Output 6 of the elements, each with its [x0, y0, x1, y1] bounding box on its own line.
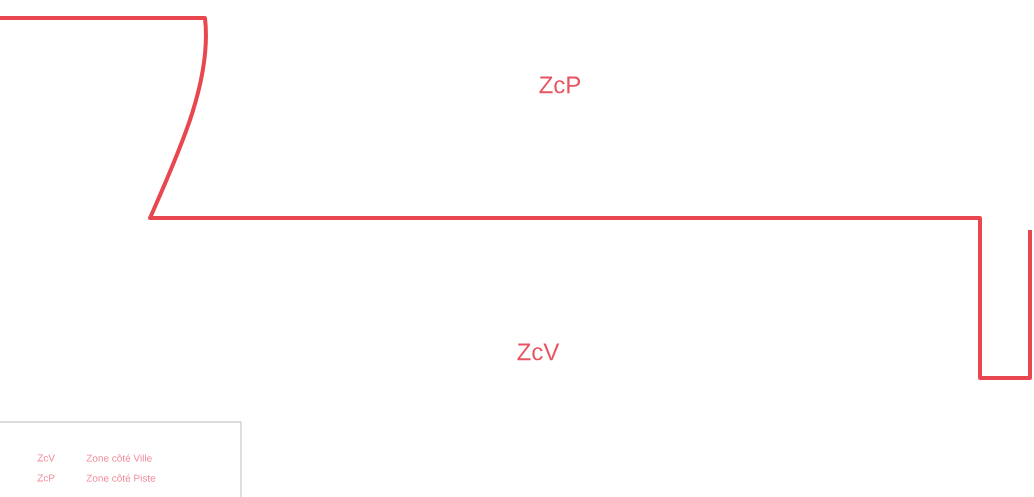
legend-abbreviation: ZcP — [37, 474, 55, 482]
zone-label: ZcP — [539, 76, 581, 94]
zone-label: ZcV — [517, 343, 560, 361]
legend-text: Zone côté Ville — [86, 454, 152, 462]
legend-abbreviation: ZcV — [37, 454, 55, 462]
legend-text: Zone côté Piste — [86, 474, 156, 482]
